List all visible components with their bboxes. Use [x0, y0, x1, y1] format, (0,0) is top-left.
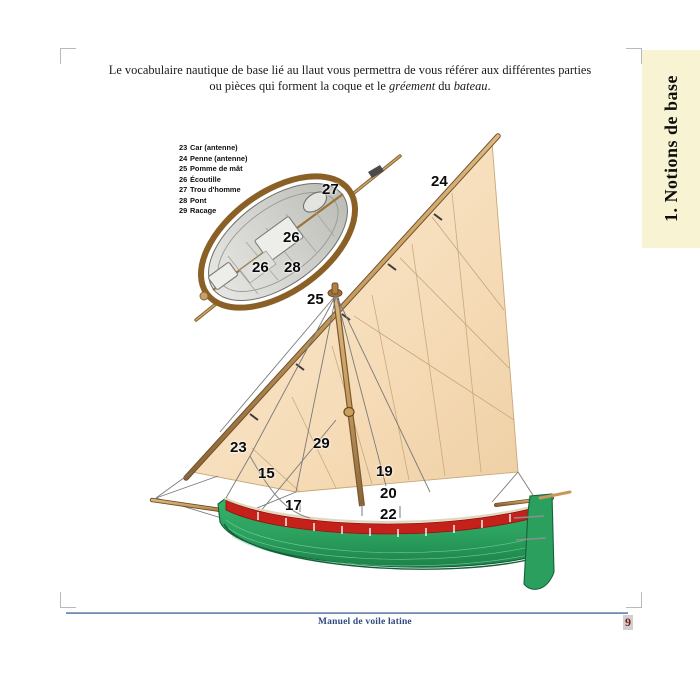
crop-mark-bottom-left [60, 592, 76, 608]
intro-paragraph: Le vocabulaire nautique de base lié au l… [72, 62, 628, 95]
intro-line-2-prefix: ou pièces qui forment la coque et le [209, 79, 390, 94]
deck-plan-inset [194, 154, 402, 322]
legend-item-label: Pont [190, 195, 207, 205]
callout-26b: 26 [252, 259, 269, 276]
callout-27: 27 [322, 181, 339, 198]
callout-23: 23 [230, 439, 247, 456]
callout-29: 29 [313, 435, 330, 452]
callout-17: 17 [285, 497, 302, 514]
boat-illustration: 27 26 26 28 24 25 23 15 29 17 19 20 22 [100, 120, 620, 590]
intro-emphasis-bateau: bateau [453, 79, 488, 94]
legend-item-number: 24 [179, 153, 188, 163]
legend-item-label: Racage [190, 206, 217, 216]
callout-24: 24 [431, 173, 448, 190]
hull-profile [217, 490, 572, 590]
legend-item-label: Pomme de mât [190, 164, 243, 174]
legend-item-number: 28 [179, 195, 188, 205]
intro-line-1: Le vocabulaire nautique de base lié au l… [108, 63, 592, 77]
mast [327, 282, 365, 507]
intro-line-2-end: . [487, 79, 491, 94]
legend-item-number: 26 [179, 174, 188, 184]
crop-mark-bottom-right [626, 592, 642, 608]
crop-mark-top-right [626, 48, 642, 64]
callout-22: 22 [380, 506, 397, 523]
legend-item-label: Écoutille [190, 174, 221, 184]
deck-fittings [299, 500, 401, 518]
callout-19: 19 [376, 463, 393, 480]
intro-line-2-middle: du [435, 79, 454, 94]
legend-item-label: Trou d'homme [190, 185, 241, 195]
callout-20: 20 [380, 485, 397, 502]
callout-15: 15 [258, 465, 275, 482]
legend-item-number: 29 [179, 206, 188, 216]
legend-item-label: Penne (antenne) [190, 153, 248, 163]
legend-item-number: 25 [179, 164, 188, 174]
legend-item-number: 23 [179, 143, 188, 152]
chapter-tab: 1. Notions de base [642, 50, 700, 248]
callout-25: 25 [307, 291, 324, 308]
page-number: 9 [623, 615, 633, 630]
legend-item-number: 27 [179, 185, 188, 195]
chapter-tab-label: 1. Notions de base [660, 75, 681, 223]
footer-rule [66, 612, 628, 614]
legend-item-label: Car (antenne) [190, 143, 238, 152]
callout-26a: 26 [283, 229, 300, 246]
intro-emphasis-greement: gréement [389, 79, 436, 94]
footer-title: Manuel de voile latine [318, 617, 412, 627]
callout-28: 28 [284, 259, 301, 276]
